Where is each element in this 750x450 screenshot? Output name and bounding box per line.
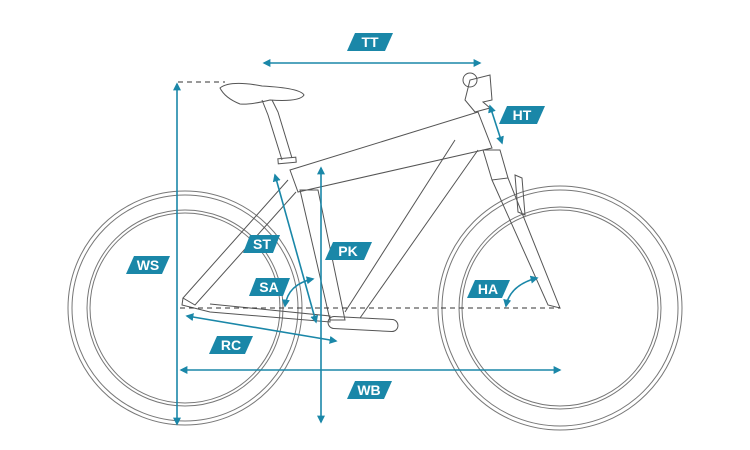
- pk-label-text: PK: [338, 243, 357, 259]
- ws-label: WS: [126, 256, 170, 274]
- pk-label: PK: [325, 242, 372, 260]
- wb-label-text: WB: [357, 382, 380, 398]
- st-label-text: ST: [253, 236, 271, 252]
- saddle: [219, 82, 305, 105]
- rc-label: RC: [209, 336, 253, 354]
- wb-label: WB: [347, 381, 392, 399]
- bike-frame: [181, 72, 561, 333]
- sa-arc: [281, 276, 315, 308]
- front-wheel: [437, 185, 683, 431]
- tt-label-text: TT: [361, 34, 379, 50]
- ha-label-text: HA: [478, 281, 498, 297]
- rc-label-text: RC: [221, 337, 241, 353]
- ht-label: HT: [499, 106, 545, 124]
- rc-arrow: [185, 313, 338, 344]
- ha-label: HA: [467, 280, 510, 298]
- sa-label-text: SA: [259, 279, 278, 295]
- st-label: ST: [243, 235, 280, 253]
- ht-arrow: [488, 104, 504, 145]
- ht-label-text: HT: [513, 107, 532, 123]
- sa-label: SA: [249, 278, 290, 296]
- tt-label: TT: [347, 33, 393, 51]
- ws-label-text: WS: [137, 257, 160, 273]
- ha-arc: [503, 275, 539, 308]
